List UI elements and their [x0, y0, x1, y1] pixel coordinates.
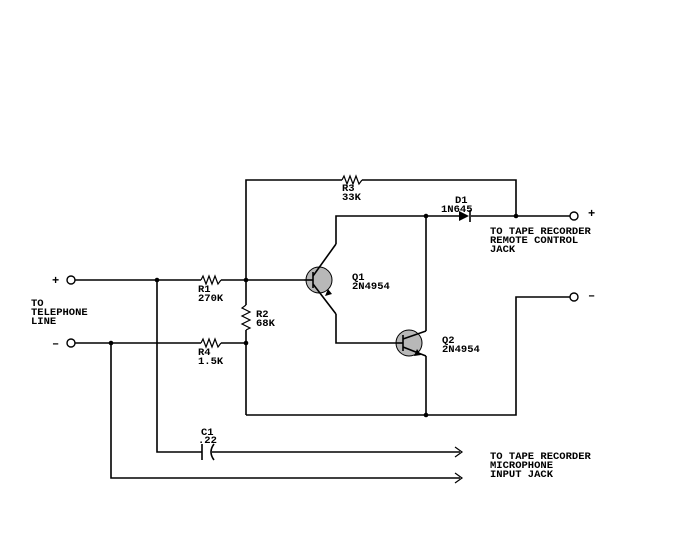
c1-ref: C1: [201, 427, 214, 439]
telephone-label-line-1: TO: [31, 298, 44, 310]
c1-value: .22: [198, 435, 217, 447]
r3-ref: R3: [342, 183, 355, 195]
resistor-r4-symbol: [200, 337, 222, 349]
r2-value: 68K: [256, 318, 276, 330]
r3-value: 33K: [342, 192, 362, 204]
telephone-minus-sign: –: [52, 337, 59, 351]
telephone-label-line-2: TELEPHONE: [31, 307, 88, 319]
remote-label-line-3: JACK: [490, 244, 516, 256]
remote-plus-terminal[interactable]: [569, 211, 579, 221]
telephone-plus-sign: +: [52, 274, 59, 288]
q1-value: 2N4954: [352, 281, 390, 293]
r1-value: 270K: [198, 293, 224, 305]
q1-ref: Q1: [352, 272, 365, 284]
remote-label-line-1: TO TAPE RECORDER: [490, 226, 592, 238]
transistor-q1-symbol: [304, 243, 337, 315]
r4-ref: R4: [198, 347, 211, 359]
diode-d1-symbol: [459, 210, 471, 222]
mic-arrowheads: [454, 446, 464, 484]
r4-value: 1.5K: [198, 356, 224, 368]
transistor-q2-symbol: [395, 329, 427, 357]
q2-ref: Q2: [442, 335, 455, 347]
q2-value: 2N4954: [442, 344, 480, 356]
telephone-label-line-3: LINE: [31, 316, 56, 328]
telephone-plus-terminal[interactable]: [66, 275, 76, 285]
remote-plus-sign: +: [588, 207, 595, 221]
microphone-label-line-1: TO TAPE RECORDER: [490, 451, 592, 463]
wires: [75, 179, 570, 479]
r2-ref: R2: [256, 309, 269, 321]
telephone-minus-terminal[interactable]: [66, 338, 76, 348]
d1-ref: D1: [455, 195, 468, 207]
remote-minus-terminal[interactable]: [569, 292, 579, 302]
resistor-r3-symbol: [341, 174, 363, 186]
remote-minus-sign: –: [588, 289, 595, 303]
junction-dots: [108, 213, 519, 418]
resistor-r1-symbol: [200, 274, 222, 286]
r1-ref: R1: [198, 284, 211, 296]
remote-label-line-2: REMOTE CONTROL: [490, 235, 578, 247]
microphone-label-line-3: INPUT JACK: [490, 469, 554, 481]
microphone-label-line-2: MICROPHONE: [490, 460, 553, 472]
capacitor-c1-symbol: [201, 443, 215, 461]
resistor-r2-symbol: [240, 304, 252, 331]
d1-value: 1N645: [441, 204, 473, 216]
